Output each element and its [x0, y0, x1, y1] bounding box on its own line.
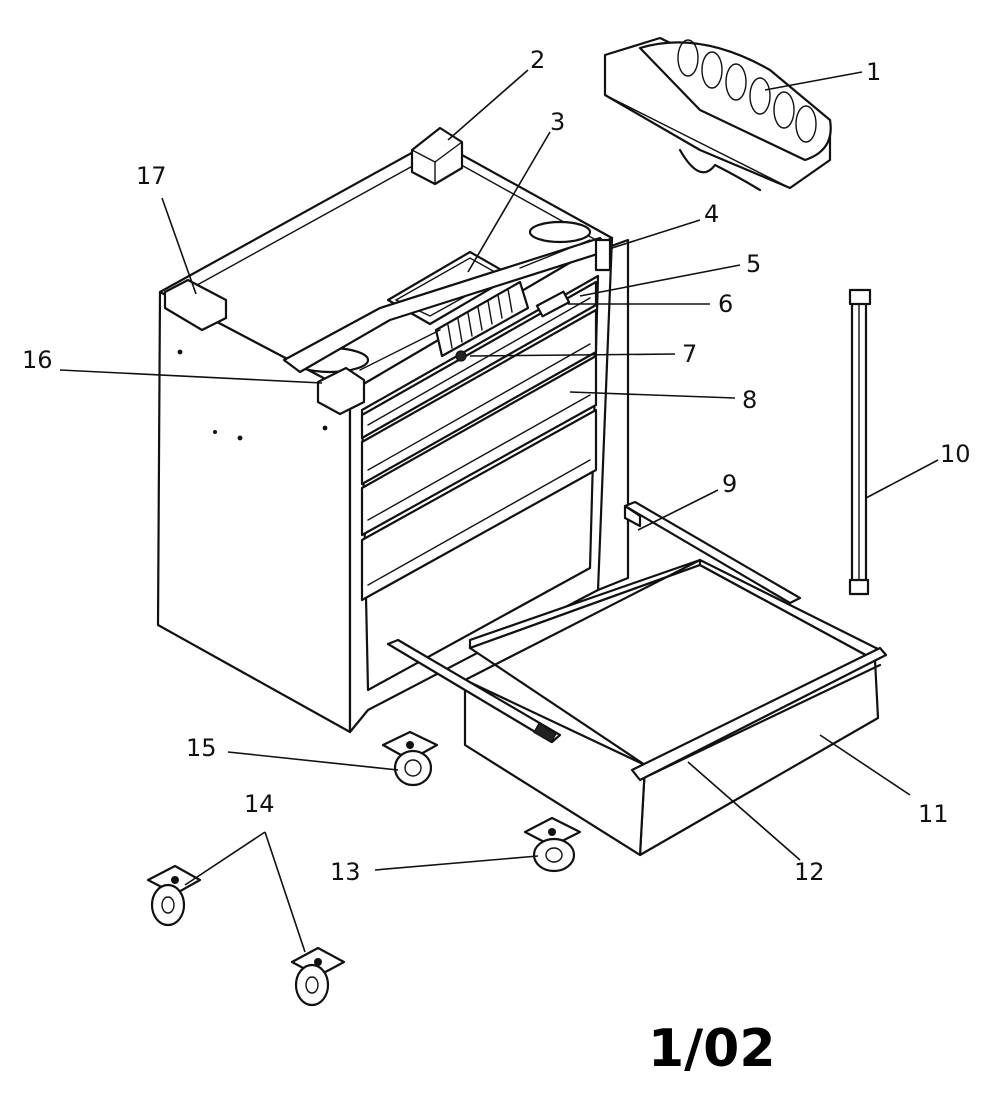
part-label-17: 17: [136, 162, 167, 190]
part-label-1: 1: [866, 58, 881, 86]
part-label-13: 13: [330, 858, 361, 886]
caster-14-upper: [146, 864, 202, 927]
part-label-10: 10: [940, 440, 971, 468]
drawer-slides: [386, 500, 802, 744]
top-tray-area: [282, 220, 612, 374]
part-label-11: 11: [918, 800, 949, 828]
part-label-8: 8: [742, 386, 757, 414]
part-label-14: 14: [244, 790, 275, 818]
part-label-9: 9: [722, 470, 737, 498]
part-label-12: 12: [794, 858, 825, 886]
leader-lines: [59, 69, 939, 953]
caster-13: [523, 816, 582, 873]
part-label-6: 6: [718, 290, 733, 318]
part-label-16: 16: [22, 346, 53, 374]
caster-15: [381, 730, 439, 787]
part-label-4: 4: [704, 200, 719, 228]
part-labels: 1 2 3 4 5 6 7 8 9 10 11 12 13 14 15 16 1…: [22, 46, 971, 886]
part-label-3: 3: [550, 108, 565, 136]
part-label-7: 7: [682, 340, 697, 368]
page-label: 1/02: [648, 1019, 776, 1079]
caster-14-lower: [290, 946, 346, 1007]
drawer-stack: [360, 238, 612, 602]
part-label-5: 5: [746, 250, 761, 278]
part-label-2: 2: [530, 46, 545, 74]
bottom-drawer-part: [463, 558, 888, 857]
part-label-15: 15: [186, 734, 217, 762]
lock-bar-part: [848, 288, 872, 596]
corner-caps: [163, 126, 464, 416]
tray-handle-part: [603, 36, 832, 192]
